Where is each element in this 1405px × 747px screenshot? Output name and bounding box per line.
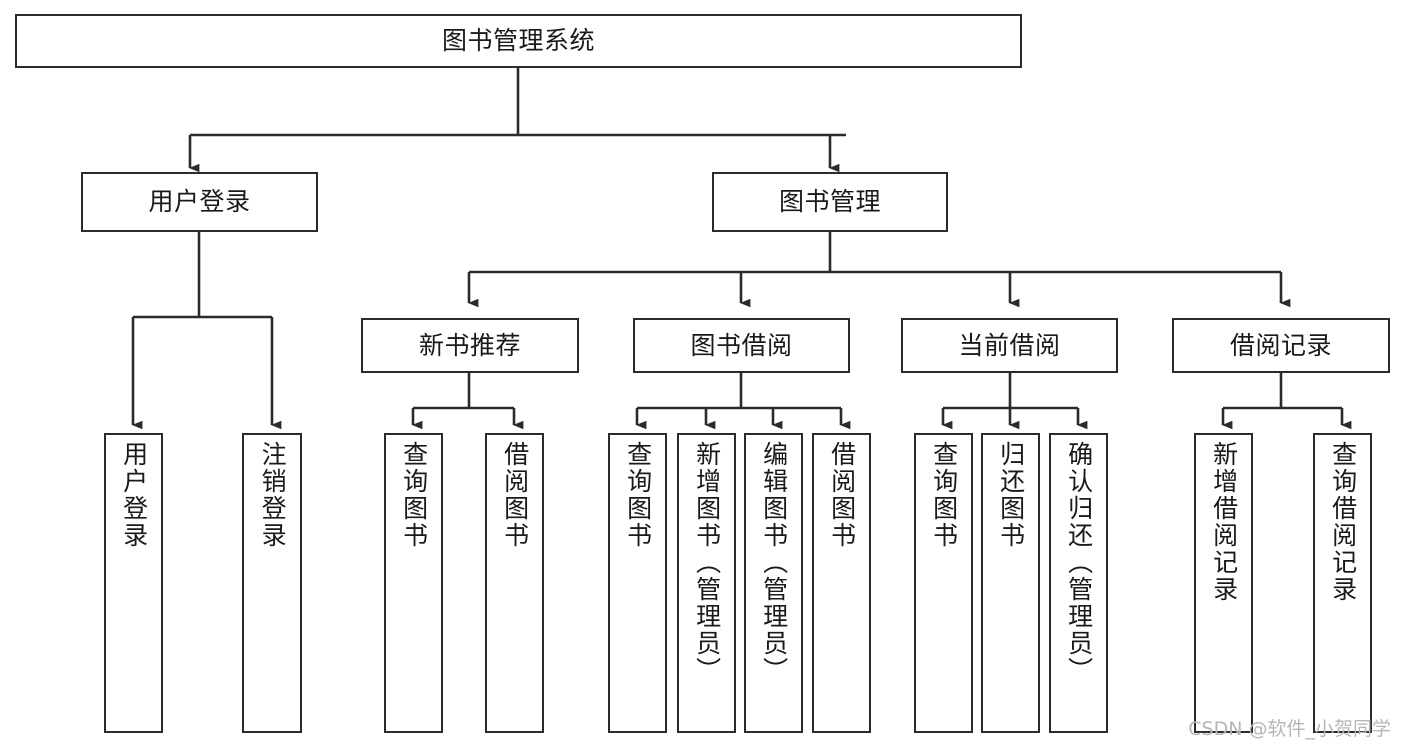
node-leaf-add-borrow-record[interactable]: 新增借阅记录 bbox=[1194, 433, 1253, 733]
node-label: 新书推荐 bbox=[418, 330, 521, 360]
node-label: 图书管理系统 bbox=[441, 26, 595, 56]
watermark-credit: CSDN @软件_小贺同学 bbox=[1188, 718, 1391, 740]
node-user-login[interactable]: 用户登录 bbox=[81, 172, 318, 232]
node-leaf-query-book-current[interactable]: 查询图书 bbox=[914, 433, 973, 733]
node-label: 编辑图书（管理员） bbox=[759, 441, 789, 684]
node-label: 借阅图书 bbox=[827, 441, 857, 549]
node-book-borrow[interactable]: 图书借阅 bbox=[633, 318, 850, 373]
node-label: 注销登录 bbox=[258, 441, 288, 549]
node-leaf-user-login[interactable]: 用户登录 bbox=[104, 433, 163, 733]
node-book-management[interactable]: 图书管理 bbox=[712, 172, 948, 232]
node-leaf-query-borrow-record[interactable]: 查询借阅记录 bbox=[1313, 433, 1372, 733]
node-leaf-return-book[interactable]: 归还图书 bbox=[981, 433, 1040, 733]
node-label: 当前借阅 bbox=[958, 330, 1061, 360]
node-label: 确认归还（管理员） bbox=[1064, 441, 1094, 684]
node-leaf-add-book-admin[interactable]: 新增图书（管理员） bbox=[677, 433, 736, 733]
node-current-borrow[interactable]: 当前借阅 bbox=[901, 318, 1118, 373]
node-leaf-query-book-borrow[interactable]: 查询图书 bbox=[608, 433, 667, 733]
node-label: 查询图书 bbox=[929, 441, 959, 549]
node-label: 归还图书 bbox=[996, 441, 1026, 549]
node-leaf-query-book-recommend[interactable]: 查询图书 bbox=[384, 433, 443, 733]
node-new-book-recommend[interactable]: 新书推荐 bbox=[361, 318, 579, 373]
node-borrow-record[interactable]: 借阅记录 bbox=[1172, 318, 1390, 373]
node-label: 新增借阅记录 bbox=[1209, 441, 1239, 603]
node-label: 借阅图书 bbox=[500, 441, 530, 549]
node-label: 借阅记录 bbox=[1229, 330, 1332, 360]
node-label: 用户登录 bbox=[119, 441, 149, 549]
node-leaf-logout[interactable]: 注销登录 bbox=[242, 433, 302, 733]
node-leaf-borrow-book[interactable]: 借阅图书 bbox=[812, 433, 871, 733]
node-leaf-edit-book-admin[interactable]: 编辑图书（管理员） bbox=[744, 433, 803, 733]
node-label: 查询图书 bbox=[623, 441, 653, 549]
node-root-book-management-system[interactable]: 图书管理系统 bbox=[15, 14, 1022, 68]
node-leaf-confirm-return-admin[interactable]: 确认归还（管理员） bbox=[1049, 433, 1108, 733]
node-label: 查询图书 bbox=[399, 441, 429, 549]
node-label: 用户登录 bbox=[148, 187, 251, 217]
node-label: 图书借阅 bbox=[690, 330, 793, 360]
node-leaf-borrow-book-recommend[interactable]: 借阅图书 bbox=[485, 433, 544, 733]
node-label: 新增图书（管理员） bbox=[692, 441, 722, 684]
node-label: 图书管理 bbox=[778, 187, 881, 217]
node-label: 查询借阅记录 bbox=[1328, 441, 1358, 603]
